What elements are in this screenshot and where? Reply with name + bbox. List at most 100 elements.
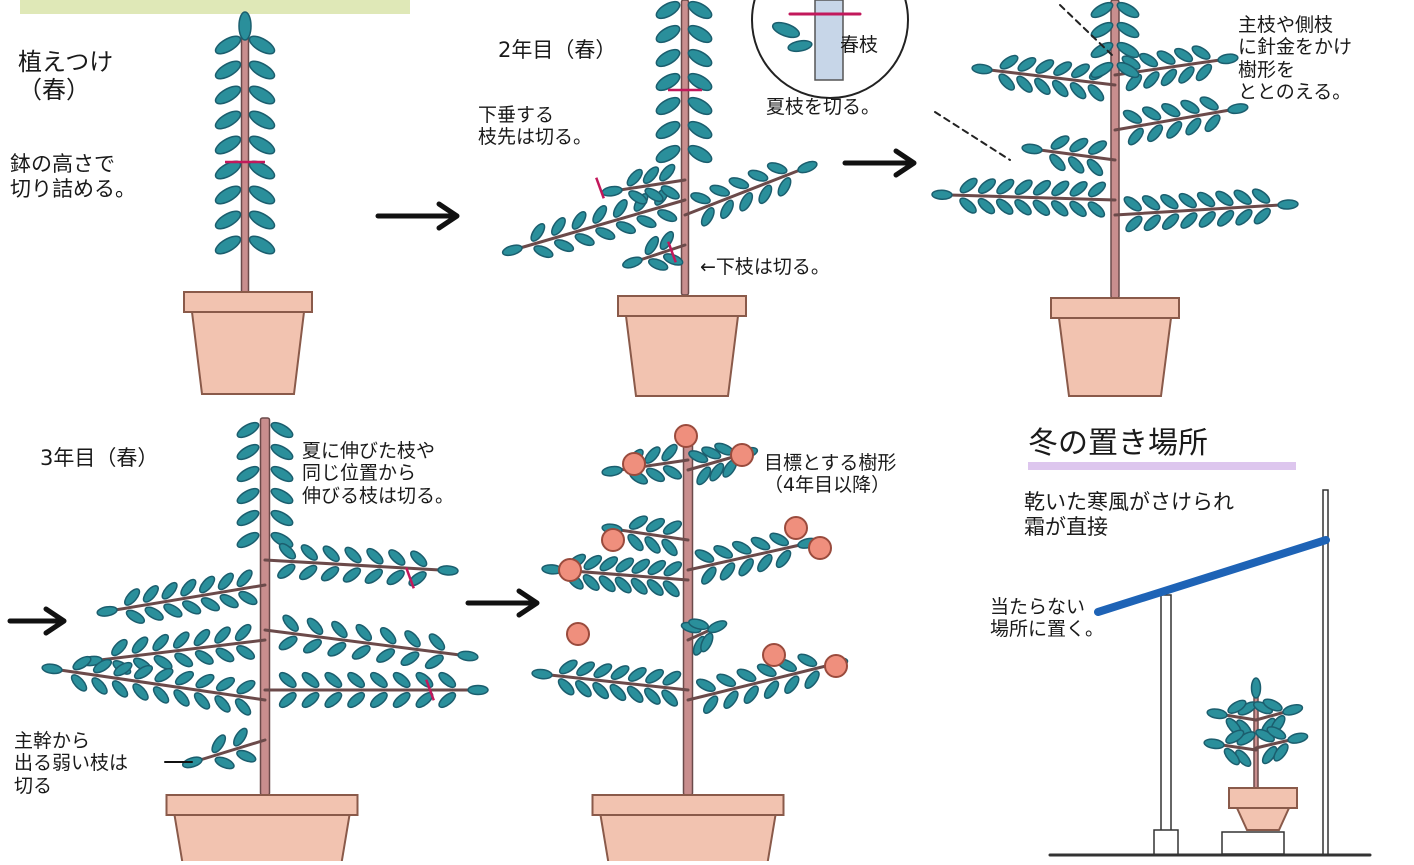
leaf <box>1050 200 1069 217</box>
leaf <box>750 536 771 551</box>
leaf <box>1090 61 1114 79</box>
leaf <box>575 680 592 698</box>
leaf <box>998 73 1016 91</box>
leaf <box>723 690 739 709</box>
leaf <box>646 579 664 596</box>
leaf <box>766 162 788 175</box>
shape-branch-1 <box>988 68 1117 87</box>
leaf <box>593 663 613 679</box>
leaf <box>1017 56 1037 72</box>
leaf <box>703 695 719 714</box>
leaf <box>217 572 234 591</box>
leaf <box>592 681 610 700</box>
leaf <box>163 603 183 618</box>
leaf <box>248 235 276 255</box>
leaf <box>628 190 648 205</box>
leaf <box>688 618 709 631</box>
leaf <box>236 749 257 763</box>
leaf <box>404 630 421 648</box>
leaf <box>1014 199 1032 216</box>
fruit-7 <box>558 558 582 582</box>
leaf <box>1195 63 1213 82</box>
leaf <box>1122 109 1143 124</box>
leaf <box>270 465 294 483</box>
leaf <box>236 679 256 695</box>
leaf <box>1216 209 1235 227</box>
leaf <box>995 198 1014 215</box>
post-base <box>1153 829 1179 856</box>
leaf <box>1141 195 1161 211</box>
leaf <box>626 168 643 187</box>
leaf <box>214 210 242 230</box>
leaf <box>647 559 667 576</box>
year2-trunk <box>680 0 690 296</box>
leaf <box>415 671 434 689</box>
leaf <box>1203 738 1225 750</box>
leaf <box>1116 61 1140 79</box>
leaf <box>369 671 388 689</box>
leaf <box>700 632 714 653</box>
leaf <box>248 135 276 155</box>
leaf <box>457 650 479 662</box>
arrow-4-head <box>516 588 540 618</box>
leaf <box>194 650 214 665</box>
leaf <box>775 549 792 569</box>
leaf <box>438 691 457 709</box>
leaf <box>214 135 242 155</box>
leaf <box>1127 127 1144 146</box>
leaf <box>687 144 713 164</box>
leaf <box>1014 179 1033 196</box>
leaf <box>662 520 683 535</box>
leaf <box>41 663 63 675</box>
leaf <box>533 245 554 259</box>
leaf <box>236 443 260 461</box>
leaf <box>701 566 717 585</box>
year3-branch-l1 <box>113 583 267 612</box>
year3-branch-l2 <box>98 638 267 662</box>
leaf <box>400 651 420 667</box>
leaf <box>645 668 665 684</box>
leaf <box>530 222 546 242</box>
leaf <box>657 209 678 223</box>
year3-branch-r2 <box>263 628 462 657</box>
shape-branch-5 <box>1113 203 1282 217</box>
fruit-9 <box>762 643 786 667</box>
leaf <box>236 509 260 527</box>
leaf <box>248 35 276 55</box>
leaf <box>797 160 818 174</box>
leaf <box>609 683 627 702</box>
leaf <box>1180 212 1198 229</box>
leaf <box>214 110 242 130</box>
leaf <box>214 85 242 105</box>
leaf <box>322 545 340 563</box>
leaf <box>214 185 242 205</box>
leaf <box>661 538 678 557</box>
leaf <box>1185 117 1202 136</box>
leaf <box>379 626 397 645</box>
leaf <box>784 675 800 694</box>
leaf <box>153 655 173 670</box>
leaf <box>1253 207 1271 225</box>
shape-branch-6 <box>1038 148 1117 162</box>
leaf <box>392 691 411 709</box>
leaf <box>647 258 669 271</box>
leaf <box>687 0 713 20</box>
leaf <box>236 465 260 483</box>
leaf <box>659 163 676 182</box>
leaf <box>627 666 647 682</box>
shelter-post-left <box>1160 594 1172 836</box>
leaf <box>615 557 635 573</box>
leaf <box>1198 211 1216 228</box>
leaf <box>1087 181 1107 198</box>
leaf <box>553 239 575 253</box>
leaf <box>655 48 681 68</box>
leaf <box>687 24 713 44</box>
leaf <box>663 561 683 577</box>
leaf <box>1086 158 1104 177</box>
goal-branch-6 <box>548 673 690 692</box>
leaf <box>1069 81 1087 100</box>
leaf <box>1215 190 1234 207</box>
leaf <box>96 605 118 617</box>
leaf <box>236 487 260 505</box>
leaf <box>574 233 595 247</box>
